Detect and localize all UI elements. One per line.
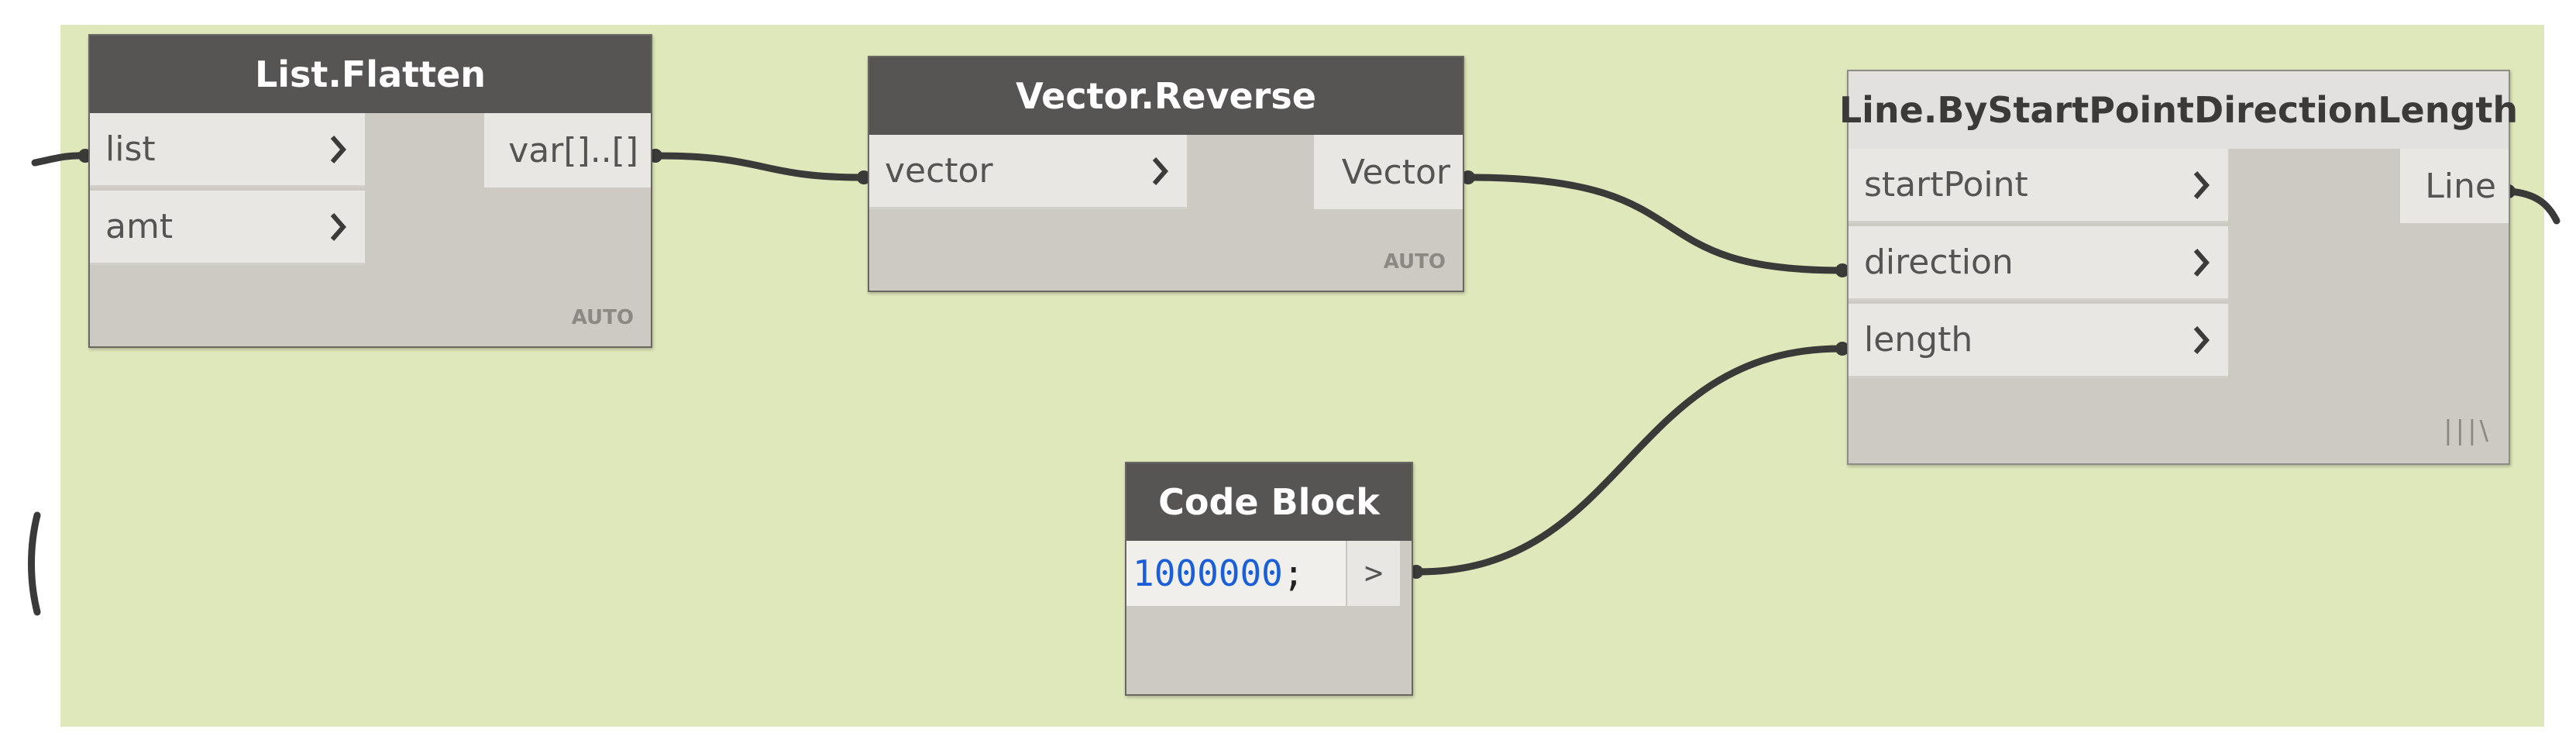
- input-port-list[interactable]: list: [90, 113, 365, 188]
- input-port-vector[interactable]: vector: [869, 135, 1187, 209]
- chevron-right-icon: [2188, 168, 2216, 202]
- chevron-right-icon: [2188, 246, 2216, 280]
- code-number-literal: 1000000: [1133, 552, 1283, 594]
- input-port-startpoint[interactable]: startPoint: [1849, 149, 2228, 223]
- chevron-right-icon: [2188, 323, 2216, 357]
- port-label: var[]..[]: [508, 130, 638, 170]
- lacing-label[interactable]: AUTO: [571, 306, 634, 329]
- chevron-right-icon: [1147, 154, 1175, 188]
- wire-line-outgoing[interactable]: [2506, 188, 2561, 225]
- port-dot-reverse-out: [1461, 170, 1475, 184]
- chevron-right-icon: [325, 210, 353, 244]
- port-label: Vector: [1341, 152, 1450, 192]
- port-dot-direction-in: [1835, 263, 1849, 277]
- port-label: Line: [2425, 166, 2496, 206]
- chevron-right-icon: [325, 132, 353, 167]
- code-editor[interactable]: 1000000;: [1126, 541, 1346, 606]
- input-port-direction[interactable]: direction: [1849, 226, 2228, 301]
- wire-flatten-to-reverse[interactable]: [653, 152, 866, 181]
- output-port-var[interactable]: var[]..[]: [484, 113, 651, 188]
- input-port-amt[interactable]: amt: [90, 191, 365, 265]
- lacing-label[interactable]: AUTO: [1383, 250, 1446, 274]
- port-label: vector: [885, 151, 993, 191]
- port-label: length: [1864, 320, 1973, 360]
- node-code-block[interactable]: Code Block 1000000; >: [1125, 462, 1413, 696]
- output-port-line[interactable]: Line: [2400, 149, 2509, 223]
- input-port-length[interactable]: length: [1849, 304, 2228, 378]
- wire-codeblock-to-length[interactable]: [1414, 345, 1845, 576]
- port-label: amt: [105, 207, 174, 246]
- output-port-code[interactable]: >: [1347, 541, 1400, 606]
- wire-offscreen-left-arc[interactable]: [28, 511, 41, 616]
- node-title[interactable]: Code Block: [1126, 463, 1412, 541]
- lacing-label[interactable]: |||\: [2444, 415, 2492, 446]
- node-vector-reverse[interactable]: Vector.Reverse vector Vector AUTO: [868, 56, 1464, 292]
- port-dot-vector-in: [857, 170, 871, 184]
- code-terminator: ;: [1282, 552, 1305, 594]
- port-label: list: [105, 129, 156, 169]
- code-divider: [1346, 541, 1347, 606]
- node-title[interactable]: Vector.Reverse: [869, 57, 1463, 135]
- port-label: startPoint: [1864, 165, 2028, 205]
- output-port-vector[interactable]: Vector: [1314, 135, 1463, 209]
- port-dot-length-in: [1835, 342, 1849, 356]
- node-title[interactable]: List.Flatten: [90, 36, 651, 113]
- node-title[interactable]: Line.ByStartPointDirectionLength: [1839, 71, 2518, 149]
- wire-incoming-list[interactable]: [31, 152, 88, 167]
- node-line-by-start-point-direction-length[interactable]: Line.ByStartPointDirectionLength startPo…: [1839, 70, 2518, 465]
- wire-reverse-to-direction[interactable]: [1466, 174, 1845, 274]
- output-symbol: >: [1364, 556, 1384, 591]
- port-label: direction: [1864, 243, 2014, 282]
- node-list-flatten[interactable]: List.Flatten list amt var[]..[] AUTO: [88, 34, 652, 348]
